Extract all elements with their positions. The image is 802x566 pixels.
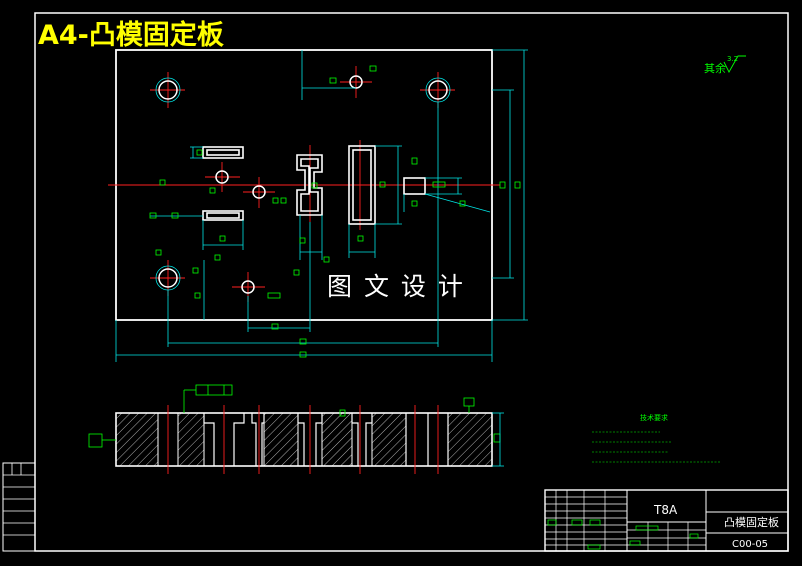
pin-hole-mid xyxy=(252,185,266,199)
sheet-title: A4-凸模固定板 xyxy=(38,19,224,51)
left-strip-cells xyxy=(3,463,35,536)
tech-req-heading: 技术要求 xyxy=(640,413,668,422)
small-opening xyxy=(403,177,426,195)
top-view: 图 文 设 计 xyxy=(108,49,528,362)
pin-hole-bottom xyxy=(241,280,255,294)
punch-openings xyxy=(202,145,426,225)
slot-upper xyxy=(202,146,244,159)
section-view xyxy=(88,384,504,474)
corner-hole-bl xyxy=(158,268,178,288)
slot-lower xyxy=(202,210,244,221)
roughness-value: 3.2 xyxy=(727,55,738,63)
dimension-lines xyxy=(115,49,528,362)
tech-req-lines xyxy=(592,431,720,463)
drawing-number-text: C00-05 xyxy=(732,539,768,550)
datum-box xyxy=(88,433,103,448)
sheet-border xyxy=(34,12,789,552)
section-annotations xyxy=(88,384,501,448)
section-center-lines xyxy=(167,405,439,474)
watermark-text: 图 文 设 计 xyxy=(327,272,465,301)
corner-hole-tr xyxy=(428,80,448,100)
roughness-note: 其余 xyxy=(704,61,726,75)
title-block-marks xyxy=(547,519,699,550)
corner-hole-tl xyxy=(158,80,178,100)
left-margin-strip xyxy=(2,462,36,552)
section-bores xyxy=(203,413,449,466)
material-text: T8A xyxy=(653,503,678,517)
pin-hole-mid-left xyxy=(215,170,229,184)
flatness-frame xyxy=(195,384,233,396)
rect-opening xyxy=(348,145,376,225)
dimension-text-boxes xyxy=(149,65,521,358)
bolt-holes xyxy=(158,75,448,294)
part-name-text: 凸模固定板 xyxy=(724,515,779,529)
tech-requirements: 技术要求 xyxy=(592,413,720,463)
roughness-symbol: 其余 3.2 xyxy=(704,55,746,75)
section-hatching xyxy=(115,412,493,467)
